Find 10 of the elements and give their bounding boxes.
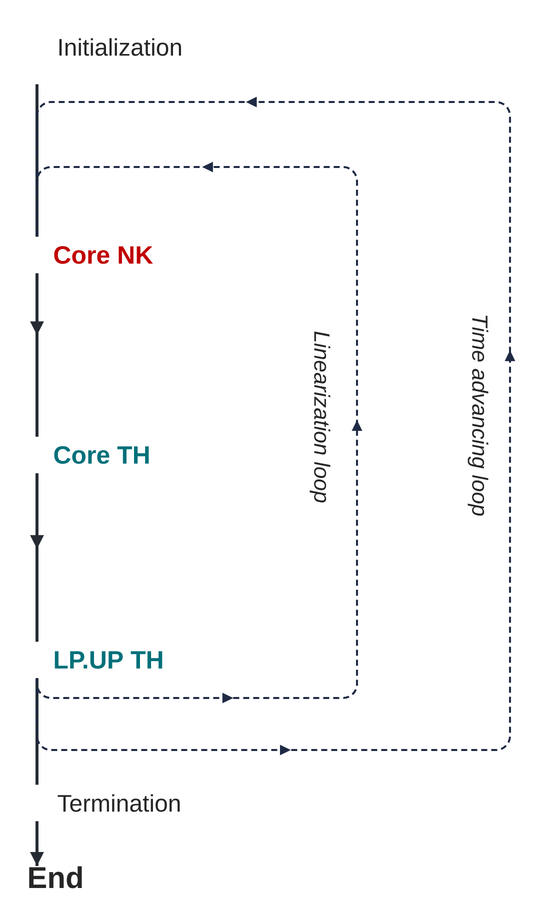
- step-label: Core TH: [54, 446, 149, 464]
- loop-label: Linearization loop: [310, 331, 330, 502]
- step-label: Core NK: [54, 246, 153, 264]
- step-label: Termination: [58, 794, 180, 812]
- step-label: LP.UP TH: [54, 651, 162, 669]
- end-label: End: [29, 866, 82, 888]
- loop-label: Time advancing loop: [468, 316, 488, 516]
- step-label: Initialization: [59, 38, 182, 56]
- flow-line: [36, 678, 38, 785]
- flow-line: [36, 84, 38, 237]
